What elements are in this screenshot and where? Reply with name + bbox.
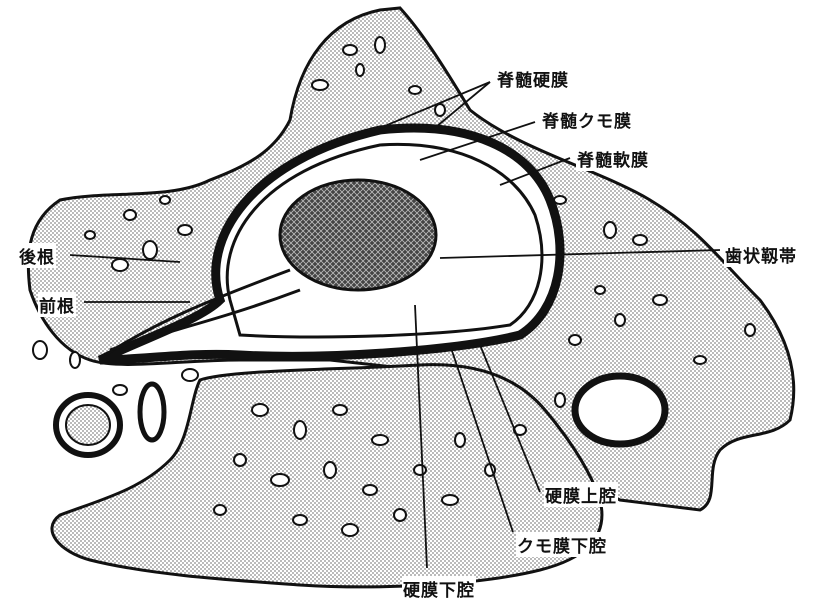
label-subarachnoid-space: クモ膜下腔	[516, 532, 608, 557]
label-spinal-dura: 脊髄硬膜	[496, 66, 570, 91]
label-subdural-space: 硬膜下腔	[402, 576, 476, 601]
label-posterior-root: 後根	[18, 243, 56, 268]
label-spinal-pia: 脊髄軟膜	[576, 146, 650, 171]
label-anterior-root: 前根	[38, 292, 76, 317]
vessel-left-inner	[66, 405, 110, 445]
spinal-cord	[280, 180, 436, 290]
vessel-left-small	[140, 384, 164, 440]
vessel-right	[575, 376, 665, 444]
label-epidural-space: 硬膜上腔	[544, 482, 618, 507]
label-denticulate-ligament: 歯状靱帯	[724, 242, 798, 267]
label-spinal-arachnoid: 脊髄クモ膜	[541, 107, 633, 132]
